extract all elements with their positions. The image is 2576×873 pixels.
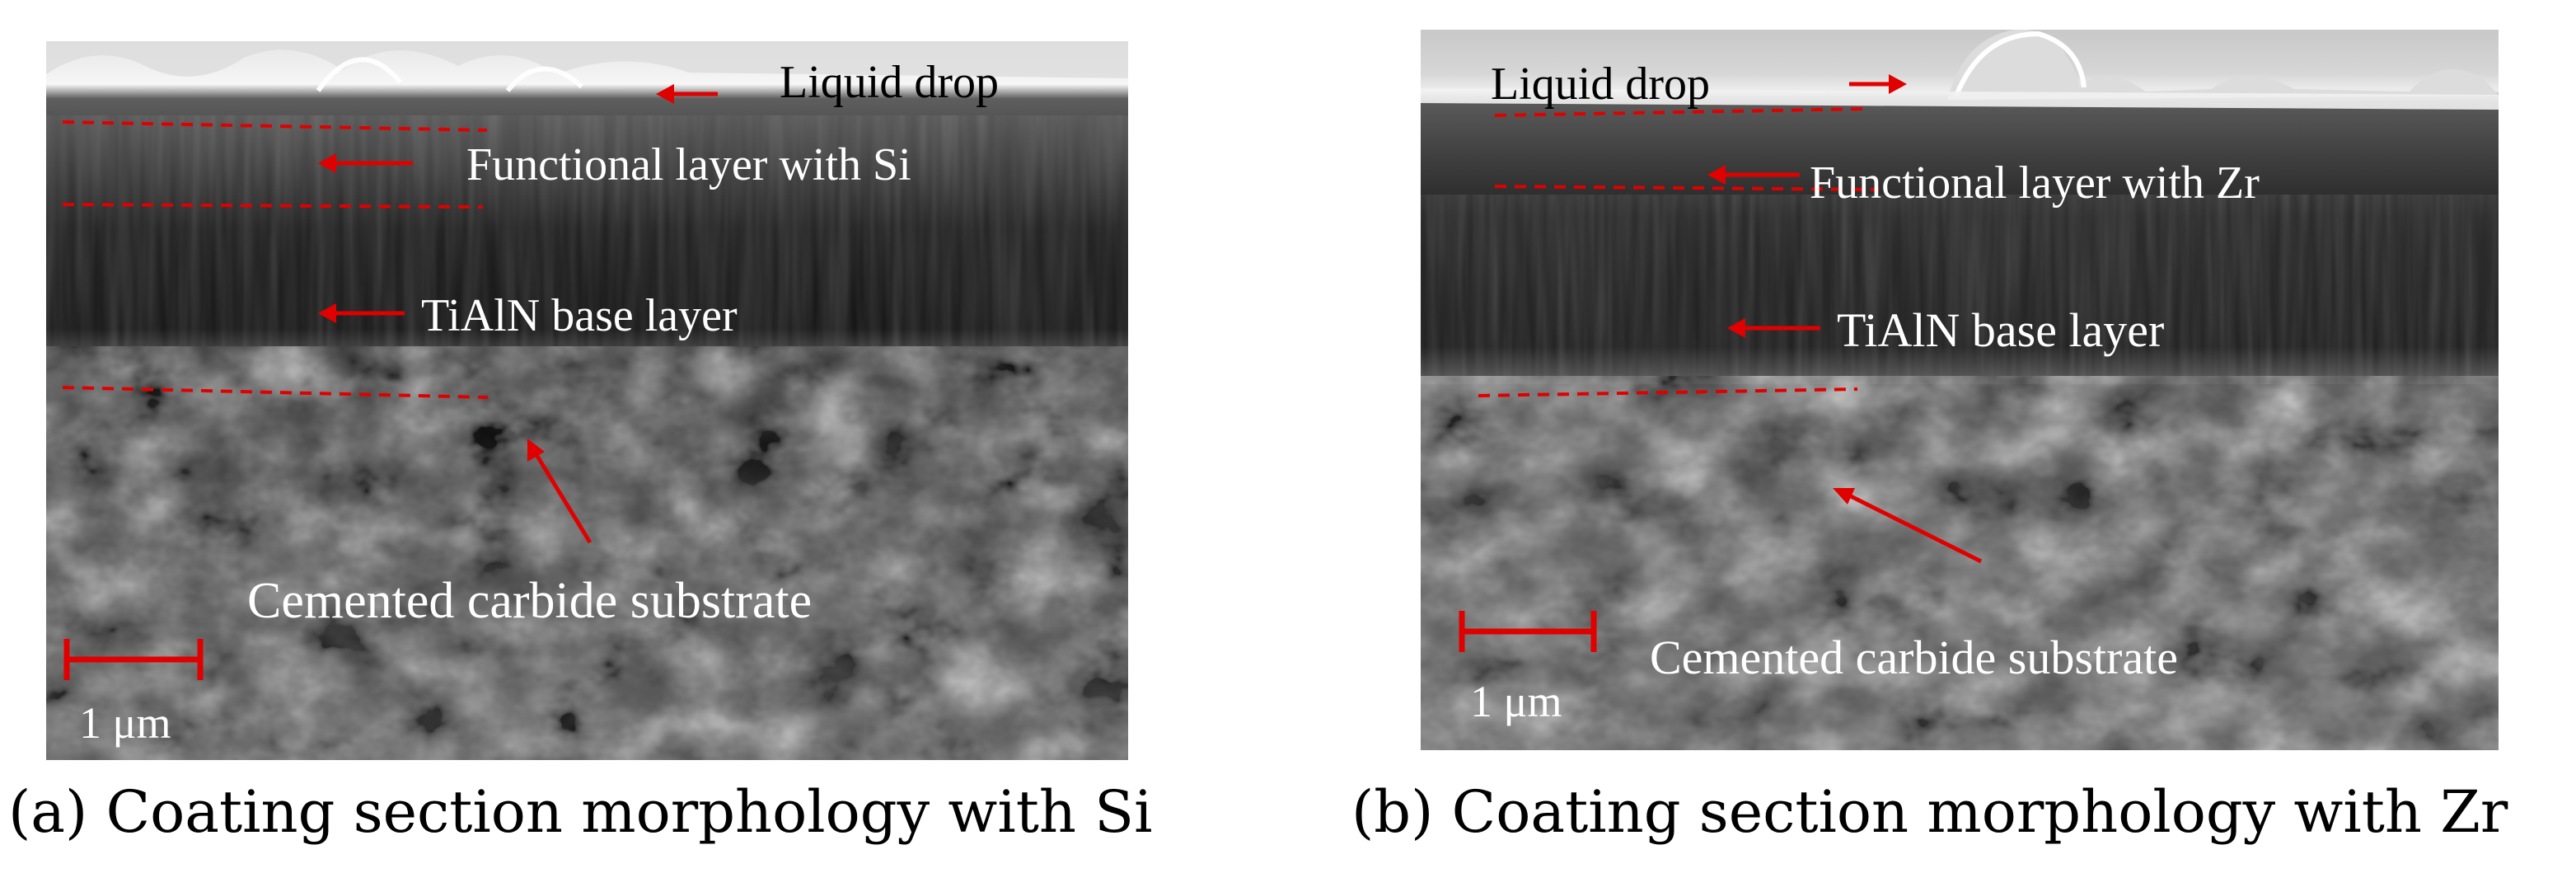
functional-layer-label: Functional layer with Si [466, 139, 911, 190]
scale-bar-label: 1 μm [79, 698, 171, 748]
base-layer-label: TiAlN base layer [1837, 303, 2165, 357]
caption-panel-b: (b) Coating section morphology with Zr [1351, 778, 2508, 846]
caption-panel-a: (a) Coating section morphology with Si [8, 778, 1153, 846]
substrate-label: Cemented carbide substrate [247, 573, 813, 629]
sem-panel-b: Liquid drop Functional layer with Zr TiA… [1421, 30, 2499, 750]
functional-layer-label: Functional layer with Zr [1810, 157, 2260, 209]
liquid-drop-label: Liquid drop [1491, 59, 1710, 110]
base-layer-label: TiAlN base layer [421, 290, 738, 341]
scale-bar-label: 1 μm [1470, 677, 1562, 726]
sem-image-a [46, 41, 1128, 760]
sem-image-b [1421, 30, 2499, 750]
substrate-label: Cemented carbide substrate [1650, 631, 2178, 684]
sem-panel-a: Liquid drop Functional layer with Si TiA… [46, 41, 1128, 760]
liquid-drop-label: Liquid drop [780, 57, 999, 108]
